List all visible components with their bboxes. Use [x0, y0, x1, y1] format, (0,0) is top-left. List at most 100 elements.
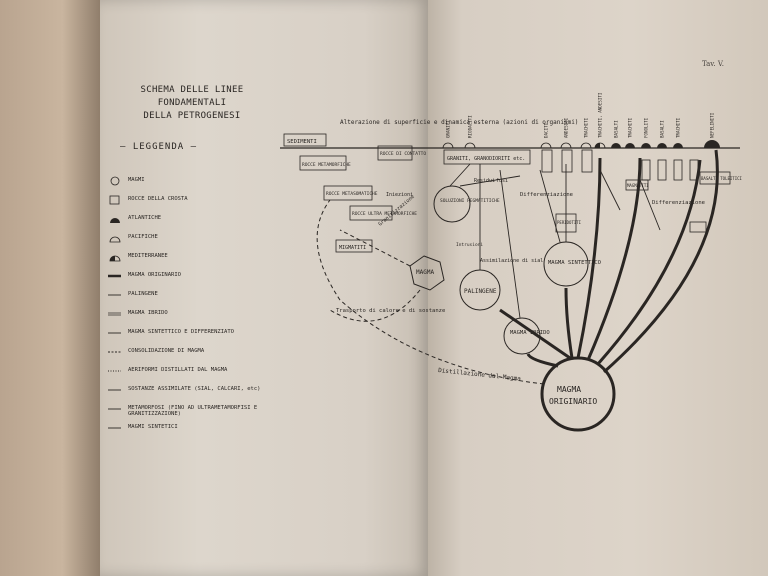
peridotiti-label: PERIDOTITI — [557, 220, 582, 225]
legend-symbol-arrow-mixed — [108, 427, 121, 429]
alterazione-label: Alterazione di superficie e dinamica est… — [340, 119, 578, 126]
legend-symbol-arrow — [108, 294, 121, 296]
iniezioni-label: Iniezioni — [386, 192, 413, 198]
legend-label: AERIFORMI DISTILLATI DAL MAGMA — [128, 367, 228, 373]
intrusioni-label: Intrusioni — [456, 242, 483, 248]
legend-heading: — LEGGENDA — — [120, 142, 198, 152]
soluzioni-circle — [433, 185, 471, 223]
graniti-label: GRANITI, GRANODIORITI etc. — [447, 156, 525, 162]
legend-label: MEDITERRANEE — [128, 253, 168, 259]
legend-item: PACIFICHE — [108, 231, 288, 250]
book-cover — [0, 0, 104, 576]
legend-symbol-arrow-hatched — [108, 389, 121, 391]
differenziazione2-label: Differenziazione — [652, 200, 705, 206]
thin-paths — [449, 163, 661, 319]
rock-type-label: DACITI — [544, 122, 549, 138]
magma-originario-line2: ORIGINARIO — [549, 397, 597, 406]
legend-item: METAMORFOSI (FINO AD ULTRAMETAMORFISI E … — [108, 402, 288, 421]
top-domes — [442, 140, 720, 149]
legend-item: MAGMA ORIGINARIO — [108, 269, 288, 288]
legend-symbol-arrow-long — [108, 408, 121, 410]
migmatiti-label: MIGMATITI — [339, 245, 366, 251]
schema-title: SCHEMA DELLE LINEE FONDAMENTALI DELLA PE… — [112, 84, 272, 123]
sedimenti-label: SEDIMENTI — [287, 139, 317, 145]
legend-item: MAGMI SINTETICI — [108, 421, 288, 440]
assimilazione-label: Assimilazione di sial — [480, 258, 543, 264]
rocce-contatto-label: ROCCE DI CONTATTO — [380, 151, 426, 157]
rocce-ultrametamorfiche-label: ROCCE ULTRA METAMORFICHE — [352, 211, 417, 217]
soluzioni-label: SOLUZIONI PEGMATITICHE — [440, 198, 500, 204]
legend-label: MAGMA ORIGINARIO — [128, 272, 181, 278]
rocce-metasomatiche-label: ROCCE METASOMATICHE — [326, 191, 378, 197]
rock-type-label: ANDESITI — [564, 117, 569, 138]
distillazione-label: Distillazione dal Magma — [438, 367, 522, 383]
basalti-label: BASALTI TOLEITICI — [701, 176, 743, 181]
legend-item: MAGMA SINTETTICO E DIFFERENZIATO — [108, 326, 288, 345]
legend-item: SOSTANZE ASSIMILATE (SIAL, CALCARI, etc) — [108, 383, 288, 402]
dashed-paths — [316, 199, 545, 385]
rock-dome-dome-filled — [641, 143, 651, 148]
magma-sintettico-label: MAGMA SINTETTICO — [548, 260, 601, 266]
rock-dome-dome-filled — [625, 143, 635, 148]
rock-type-label: FONOLITI — [644, 117, 649, 138]
rock-type-label: TRACHITI — [676, 117, 681, 138]
plate-label: Tav. V. — [702, 60, 724, 68]
basalti-box — [699, 171, 731, 185]
fusi-label: fusi — [496, 178, 508, 184]
legend-label: ROCCE DELLA CROSTA — [128, 196, 188, 202]
rocce-ultrametamorfiche-box — [349, 205, 393, 221]
rock-dome-dome — [464, 142, 476, 149]
legend-item: CONSOLIDAZIONE DI MAGMA — [108, 345, 288, 364]
rock-dome-dome-filled — [657, 143, 667, 148]
magma-originario-line1: MAGMA — [557, 385, 581, 394]
legend-item: MAGMA IBRIDO — [108, 307, 288, 326]
magma-label: MAGMA — [416, 269, 434, 276]
rock-dome-dome-half — [594, 142, 606, 149]
rock-dome-dome — [540, 142, 552, 149]
residui-label: Residui — [474, 178, 495, 184]
legend-label: PALINGENE — [128, 291, 158, 297]
legend-label: MAGMA SINTETTICO E DIFFERENZIATO — [128, 329, 234, 335]
small-boxes — [541, 149, 707, 233]
originario-arrows — [499, 149, 719, 374]
legend-heading-text: LEGGENDA — [132, 142, 185, 152]
rock-type-label: TRACHITI — [584, 117, 589, 138]
legend-label: MAGMI — [128, 177, 145, 183]
legend-symbol-rect — [109, 195, 120, 205]
rock-type-label: GRANITI — [446, 120, 451, 138]
left-page — [100, 0, 430, 576]
title-line-2: DELLA PETROGENESI — [143, 111, 241, 121]
rock-type-label: BASALTI — [614, 120, 619, 138]
legend-symbol-arrow-dotted — [108, 370, 121, 372]
legend-item: MEDITERRANEE — [108, 250, 288, 269]
legend-item: ROCCE DELLA CROSTA — [108, 193, 288, 212]
legend-symbol-dome-filled — [110, 218, 120, 223]
legend-list: MAGMI ROCCE DELLA CROSTA ATLANTICHE PACIFIC… — [108, 174, 288, 440]
rock-dome-dome-filled — [704, 140, 720, 148]
rock-type-label: TRACHITI, ANDESITI — [598, 92, 603, 138]
rock-dome-dome — [580, 142, 592, 149]
rock-dome-dome-filled — [611, 143, 621, 148]
legend-symbol-circle — [110, 176, 120, 186]
rocce-metasomatiche-box — [323, 185, 373, 201]
legend-item: AERIFORMI DISTILLATI DAL MAGMA — [108, 364, 288, 383]
legend-label: SOSTANZE ASSIMILATE (SIAL, CALCARI, etc) — [128, 386, 261, 392]
granitizzazione-label: Granitizzazione — [377, 194, 415, 228]
rocce-metamorfiche-label: ROCCE METAMORFICHE — [302, 162, 351, 168]
legend-item: ATLANTICHE — [108, 212, 288, 231]
title-line-1: SCHEMA DELLE LINEE FONDAMENTALI — [140, 85, 244, 108]
rocce-metamorfiche-box — [299, 155, 347, 171]
legend-symbol-arrow-dashed — [108, 351, 121, 353]
legend-label: PACIFICHE — [128, 234, 158, 240]
magma-originario-circle — [540, 356, 616, 432]
graniti-box — [443, 149, 531, 165]
legend-label: MAGMA IBRIDO — [128, 310, 168, 316]
legend-item: MAGMI — [108, 174, 288, 193]
rock-type-label: BASALTI — [660, 120, 665, 138]
legend-symbol-arrow-thin — [108, 332, 121, 334]
rock-dome-dome — [560, 142, 572, 149]
right-page — [428, 0, 768, 576]
trasporto-label: Trasporto di calore e di sostanze — [336, 308, 445, 314]
